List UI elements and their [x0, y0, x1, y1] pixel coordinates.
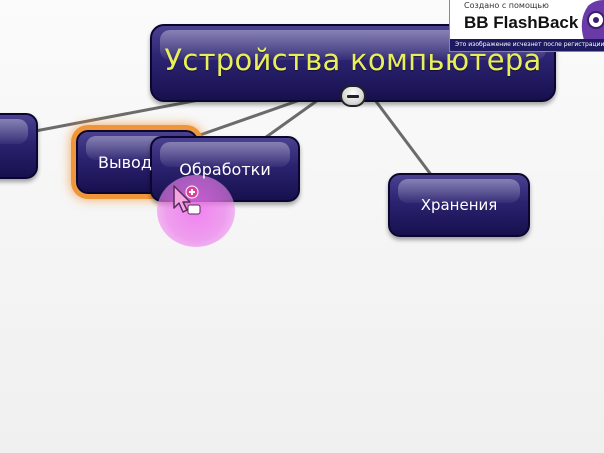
branch-node-processing-label: Обработки	[179, 159, 271, 179]
branch-node-storage-label: Хранения	[420, 196, 498, 214]
watermark-created-with: Создано с помощью	[464, 1, 549, 10]
connector-root-output	[179, 98, 301, 144]
root-node-label: Устройства компьютера	[164, 43, 542, 77]
branch-node-left[interactable]	[0, 113, 38, 179]
watermark-brand: BB FlashBack	[464, 13, 579, 32]
connector-root-left	[29, 94, 221, 134]
watermark-notice: Это изображение исчезнет после регистрац…	[450, 39, 604, 51]
connector-root-storage	[370, 95, 434, 177]
flashback-logo-icon	[581, 0, 604, 40]
branch-node-storage[interactable]: Хранения	[388, 173, 530, 237]
recorder-watermark: Создано с помощью BB FlashBack Это изобр…	[449, 0, 604, 52]
connector-root-processing	[261, 98, 319, 142]
root-node[interactable]: Устройства компьютера	[150, 24, 556, 102]
collapse-button[interactable]	[340, 85, 366, 107]
hand-pointer-add-icon	[173, 185, 201, 215]
branch-node-output-label: Вывод	[98, 152, 152, 172]
